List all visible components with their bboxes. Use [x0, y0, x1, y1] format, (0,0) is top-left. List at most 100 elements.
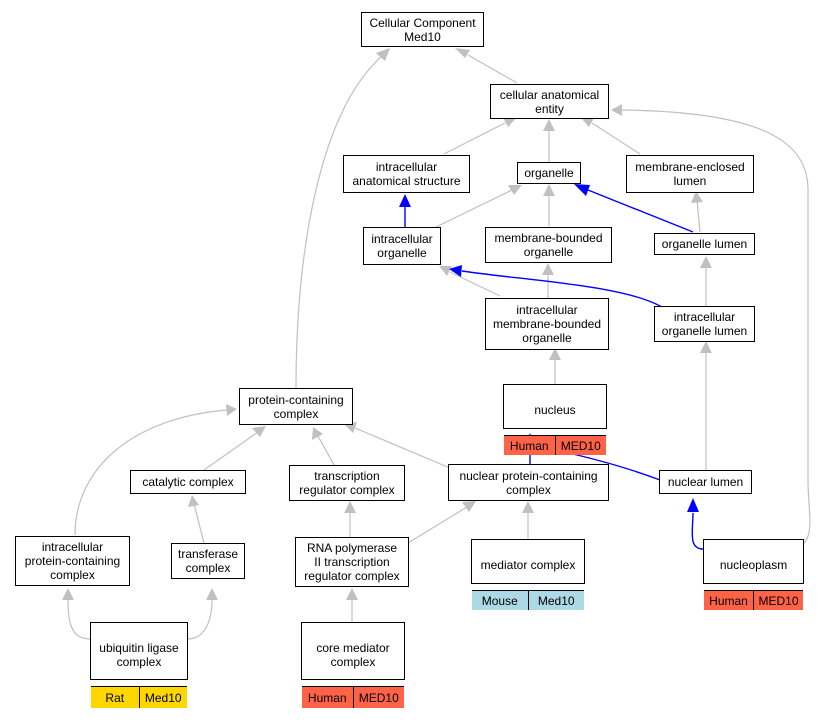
edge-ubiq-to-transferase: [187, 599, 213, 640]
gene-cell: Med10: [527, 591, 585, 610]
node-nuclear-lumen[interactable]: nuclear lumen: [659, 470, 752, 494]
arrow-rnapol-to-trc: [344, 501, 356, 513]
arrow-ol-to-mel: [691, 191, 703, 203]
gene-cell: Med10: [138, 687, 188, 708]
node-label: intracellular organelle: [371, 232, 433, 260]
edge-ipcc-to-pcc: [74, 409, 228, 536]
edge-transferase-to-catalytic: [193, 503, 205, 544]
node-label: RNA polymerase II transcription regulato…: [304, 541, 400, 583]
edge-cae-to-root: [467, 54, 518, 84]
edge-nucleoplasm-to-cae: [621, 109, 811, 550]
node-mediator-complex[interactable]: mediator complex Mouse Med10: [471, 539, 585, 610]
edge-pcc-to-root: [295, 54, 384, 389]
arrow-ubiq-to-transferase: [206, 588, 218, 600]
arrow-core-to-rnapol: [346, 588, 358, 600]
arrow-io-to-organelle: [508, 185, 522, 195]
node-intracellular-anatomical-structure[interactable]: intracellular anatomical structure: [343, 155, 470, 193]
node-organelle-lumen[interactable]: organelle lumen: [654, 233, 755, 255]
edge-npcc-to-pcc: [354, 427, 451, 469]
species-cell: Human: [509, 438, 549, 453]
node-core-mediator-complex[interactable]: core mediator complex Human MED10: [301, 622, 405, 708]
arrow-ol-to-organelle: [574, 184, 590, 196]
edge-iol-to-io: [461, 270, 666, 310]
node-label: intracellular protein-containing complex: [24, 540, 121, 582]
node-label: nuclear lumen: [667, 475, 744, 489]
gene-cell: MED10: [554, 436, 607, 455]
node-label: transferase complex: [177, 547, 239, 575]
edge-imbo-to-io: [449, 271, 501, 297]
node-label: intracellular anatomical structure: [352, 160, 461, 188]
species-cell: Mouse: [481, 593, 518, 608]
species-cell: Rat: [105, 690, 125, 705]
node-label: ubiquitin ligase complex: [99, 640, 179, 669]
node-label: nucleus: [534, 403, 576, 417]
node-nucleus[interactable]: nucleus Human MED10: [503, 384, 607, 455]
edge-io-to-organelle: [435, 189, 513, 228]
node-label: transcription regulator complex: [299, 469, 395, 497]
arrow-iol-to-io: [449, 265, 462, 277]
node-catalytic-complex[interactable]: catalytic complex: [130, 470, 246, 494]
arrow-pcc-to-root: [376, 48, 390, 61]
annotation-row: Mouse Med10: [472, 590, 584, 610]
node-ubiquitin-ligase-complex[interactable]: ubiquitin ligase complex Rat Med10: [90, 622, 188, 708]
gene-cell: MED10: [753, 591, 803, 610]
arrow-organelle-to-cae: [543, 119, 555, 131]
arrow-rnapol-to-npcc: [462, 501, 476, 512]
arrow-mediator-to-npcc: [522, 501, 534, 513]
arrow-iol-to-ol: [700, 256, 712, 268]
node-intracellular-organelle-lumen[interactable]: intracellular organelle lumen: [654, 306, 755, 342]
edge-rnapol-to-npcc: [407, 506, 468, 544]
node-label: organelle lumen: [661, 237, 748, 251]
arrow-imbo-to-io: [439, 266, 452, 276]
node-label: core mediator complex: [316, 640, 390, 669]
arrow-nucleoplasm-to-nuclumen: [687, 498, 699, 512]
node-membrane-enclosed-lumen[interactable]: membrane-enclosed lumen: [626, 155, 754, 193]
node-label: organelle: [524, 166, 574, 180]
edge-nucleoplasm-to-nuclumen: [691, 512, 704, 550]
arrow-io-to-ias: [399, 194, 411, 207]
species-cell: Human: [307, 690, 347, 705]
arrow-imbo-to-mbo: [542, 263, 554, 275]
node-cellular-anatomical-entity[interactable]: cellular anatomical entity: [490, 84, 609, 119]
node-rna-polymerase-ii-complex[interactable]: RNA polymerase II transcription regulato…: [295, 537, 409, 587]
node-label: nucleoplasm: [719, 558, 788, 572]
arrow-transferase-to-catalytic: [188, 495, 199, 507]
arrow-catalytic-to-pcc: [252, 426, 266, 437]
node-intracellular-protein-containing-complex[interactable]: intracellular protein-containing complex: [15, 536, 130, 586]
edge-ol-to-mel: [696, 199, 701, 233]
node-protein-containing-complex[interactable]: protein-containing complex: [239, 388, 353, 425]
edge-trc-to-pcc: [317, 435, 335, 466]
annotation-row: Human MED10: [302, 686, 404, 708]
node-label: membrane-enclosed lumen: [635, 160, 745, 188]
node-transcription-regulator-complex[interactable]: transcription regulator complex: [289, 465, 405, 501]
node-label: mediator complex: [480, 558, 576, 572]
gene-cell: MED10: [352, 687, 405, 708]
arrow-nucleus-to-imbo: [549, 348, 561, 360]
node-label: cellular anatomical entity: [499, 87, 600, 116]
node-cellular-component-root[interactable]: Cellular Component Med10: [361, 12, 484, 47]
node-nuclear-protein-containing-complex[interactable]: nuclear protein-containing complex: [448, 464, 609, 501]
node-label: Cellular Component Med10: [369, 15, 476, 44]
edge-ias-to-cae: [443, 122, 506, 155]
annotation-row: Human MED10: [504, 435, 606, 455]
arrow-ubiq-to-ipcc: [62, 588, 74, 600]
arrow-nuclumen-to-iol: [700, 341, 712, 353]
arrow-nucleoplasm-to-cae: [611, 104, 622, 116]
node-intracellular-organelle[interactable]: intracellular organelle: [363, 227, 441, 265]
node-label: membrane-bounded organelle: [494, 231, 603, 259]
arrow-ipcc-to-pcc: [226, 404, 237, 416]
node-label: catalytic complex: [142, 475, 234, 489]
node-transferase-complex[interactable]: transferase complex: [171, 543, 245, 579]
annotation-row: Rat Med10: [91, 686, 187, 708]
species-cell: Human: [709, 593, 748, 608]
node-organelle[interactable]: organelle: [517, 162, 581, 184]
arrow-trc-to-pcc: [312, 427, 323, 440]
node-label: protein-containing complex: [248, 392, 344, 421]
node-membrane-bounded-organelle[interactable]: membrane-bounded organelle: [485, 227, 612, 263]
edge-mel-to-cae: [591, 122, 641, 155]
node-intracellular-membrane-bounded-organelle[interactable]: intracellular membrane-bounded organelle: [485, 298, 609, 350]
edge-catalytic-to-pcc: [203, 431, 259, 471]
arrow-cae-to-root: [455, 48, 470, 58]
node-nucleoplasm[interactable]: nucleoplasm Human MED10: [703, 539, 804, 610]
arrow-mbo-to-organelle: [543, 184, 555, 196]
